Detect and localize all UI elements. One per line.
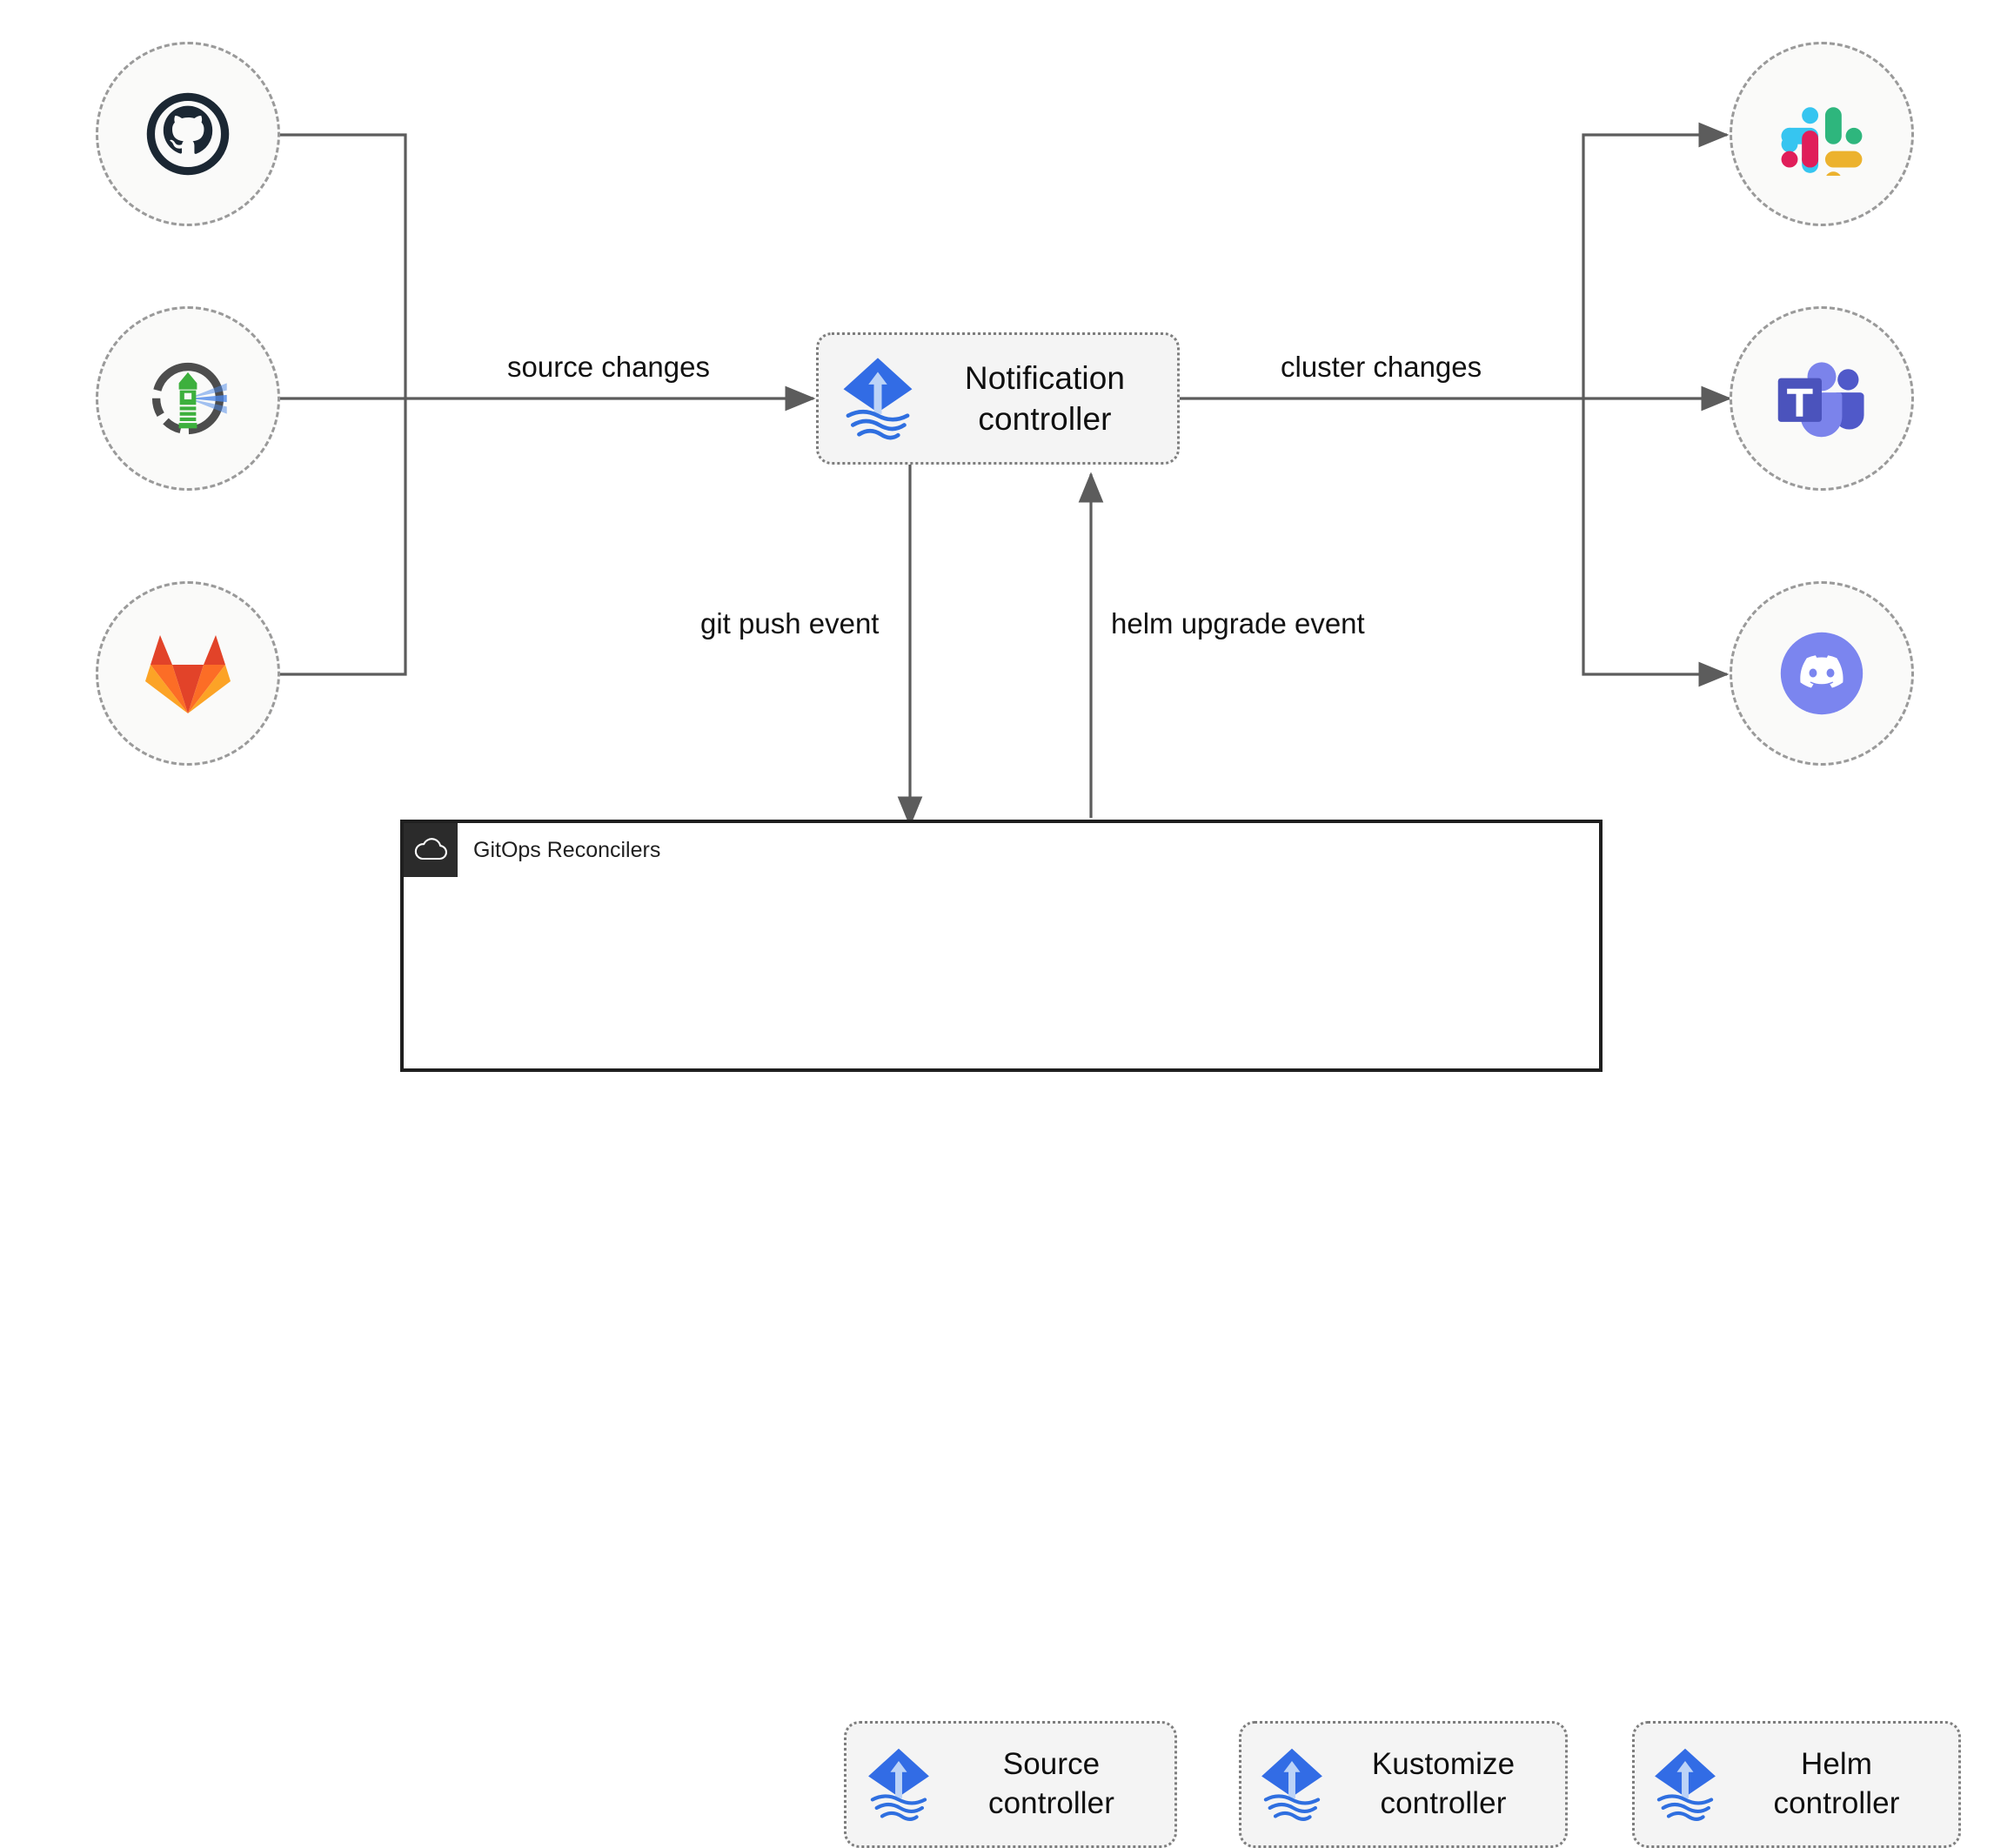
- wire-bus-to-discord: [1582, 398, 1730, 687]
- edge-label-cluster-changes: cluster changes: [1281, 351, 1482, 383]
- helm-controller-label: Helm controller: [1773, 1747, 1900, 1820]
- ms-teams-icon: [1777, 358, 1867, 439]
- source-node-gitlab[interactable]: [96, 581, 280, 766]
- slack-icon: [1780, 92, 1864, 189]
- source-controller-label: Source controller: [988, 1747, 1114, 1820]
- notification-controller-label: Notification controller: [964, 359, 1126, 437]
- wire-gitlab-to-bus: [278, 398, 407, 676]
- flux-icon: [1635, 1744, 1720, 1825]
- github-icon: [146, 92, 230, 176]
- kustomize-controller-card[interactable]: Kustomize controller: [1239, 1721, 1568, 1848]
- helm-controller-card[interactable]: Helm controller: [1632, 1721, 1961, 1848]
- flux-icon: [819, 353, 918, 444]
- edge-label-git-push-event: git push event: [700, 607, 880, 639]
- flux-icon: [1241, 1744, 1327, 1825]
- destination-node-teams[interactable]: [1730, 306, 1914, 491]
- wire-github-to-bus: [278, 133, 407, 398]
- flux-icon: [846, 1744, 933, 1825]
- kustomize-controller-label: Kustomize controller: [1371, 1747, 1516, 1820]
- destination-node-slack[interactable]: [1730, 42, 1914, 226]
- source-node-github[interactable]: [96, 42, 280, 226]
- diagram-canvas: Notification controller: [96, 42, 1961, 1848]
- edge-label-source-changes: source changes: [507, 351, 710, 383]
- gitops-reconcilers-group: GitOps Reconcilers Source controller: [400, 820, 1961, 1848]
- helm-icon: [143, 353, 233, 444]
- destination-node-discord[interactable]: [1730, 581, 1914, 766]
- gitlab-icon: [144, 632, 231, 715]
- source-controller-card[interactable]: Source controller: [844, 1721, 1177, 1848]
- source-node-helm[interactable]: [96, 306, 280, 491]
- discord-icon: [1770, 622, 1873, 725]
- edge-label-helm-upgrade-event: helm upgrade event: [1111, 607, 1365, 639]
- gitops-group-tab: [404, 823, 458, 877]
- cloud-icon: [413, 838, 448, 862]
- gitops-group-title: GitOps Reconcilers: [473, 838, 661, 862]
- notification-controller-card[interactable]: Notification controller: [816, 332, 1180, 465]
- wire-bus-to-slack: [1582, 122, 1730, 398]
